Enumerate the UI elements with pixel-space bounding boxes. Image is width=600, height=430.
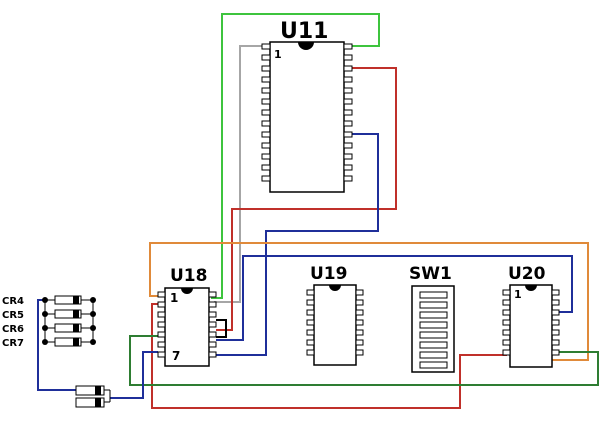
switch-sw1[interactable]: SW1 xyxy=(409,264,455,373)
switch-sw1-body xyxy=(411,285,455,373)
wire-blue-mid xyxy=(216,255,573,341)
chip-u19-notch xyxy=(329,285,341,291)
switch-sw1-levers xyxy=(419,291,448,369)
diode-lower-2[interactable] xyxy=(75,397,105,408)
chip-u11-notch xyxy=(298,42,314,50)
diode-cr7[interactable]: CR7 xyxy=(2,337,96,349)
chip-u20-notch xyxy=(525,285,537,291)
diode-cr6[interactable]: CR6 xyxy=(2,323,96,335)
wire-blue-diodes xyxy=(110,351,158,399)
chip-u11-label: U11 xyxy=(280,19,328,44)
chip-u20-pins-left xyxy=(502,289,511,356)
chip-u19[interactable]: U19 xyxy=(306,264,364,366)
chip-u11-body xyxy=(269,41,345,193)
switch-sw1-label: SW1 xyxy=(409,264,452,284)
wire-orange xyxy=(149,242,589,361)
diode-cr6-label: CR6 xyxy=(2,324,24,335)
chip-u18-pins-left xyxy=(157,291,166,358)
chip-u18[interactable]: U18 1 7 xyxy=(157,266,217,367)
diode-lower-1[interactable] xyxy=(75,385,105,396)
chip-u19-label: U19 xyxy=(310,264,347,284)
chip-u20-label: U20 xyxy=(508,264,546,284)
chip-u20[interactable]: U20 1 xyxy=(502,264,560,368)
diode-cr7-label: CR7 xyxy=(2,338,24,349)
diode-array: CR4 CR5 CR6 CR7 xyxy=(2,295,96,349)
diode-cr5[interactable]: CR5 xyxy=(2,309,96,321)
chip-u11-pins-right xyxy=(343,43,353,182)
chip-u18-notch xyxy=(181,288,193,294)
wire-blue-diode-loop xyxy=(37,299,76,391)
wire-gray xyxy=(214,45,262,303)
chip-u11-pins-left xyxy=(261,43,271,182)
chip-u20-pins-right xyxy=(551,289,560,356)
wire-red-upper xyxy=(216,67,397,331)
diode-cr4-label: CR4 xyxy=(2,296,24,307)
diode-cr5-label: CR5 xyxy=(2,310,24,321)
wire-dark-green xyxy=(129,335,599,386)
chip-u19-body xyxy=(313,284,357,366)
diode-pair-lower xyxy=(75,385,111,408)
chip-u18-label: U18 xyxy=(170,266,207,286)
wire-green xyxy=(211,13,380,299)
chip-u19-pins-right xyxy=(355,289,364,356)
chip-u18-pin1-label: 1 xyxy=(170,291,178,305)
chip-u18-body xyxy=(164,287,210,367)
diode-cr4[interactable]: CR4 xyxy=(2,295,96,307)
wire-blue-upper xyxy=(216,133,379,356)
chip-u19-pins-left xyxy=(306,289,315,356)
chip-u18-pin7-label: 7 xyxy=(172,349,180,363)
wire-u18-jumper xyxy=(216,319,227,338)
chip-u20-body xyxy=(509,284,553,368)
chip-u18-pins-right xyxy=(208,291,217,358)
chip-u11[interactable]: U11 1 xyxy=(261,19,353,193)
chip-u11-pin1-label: 1 xyxy=(274,48,282,61)
chip-u20-pin1-label: 1 xyxy=(514,288,522,301)
